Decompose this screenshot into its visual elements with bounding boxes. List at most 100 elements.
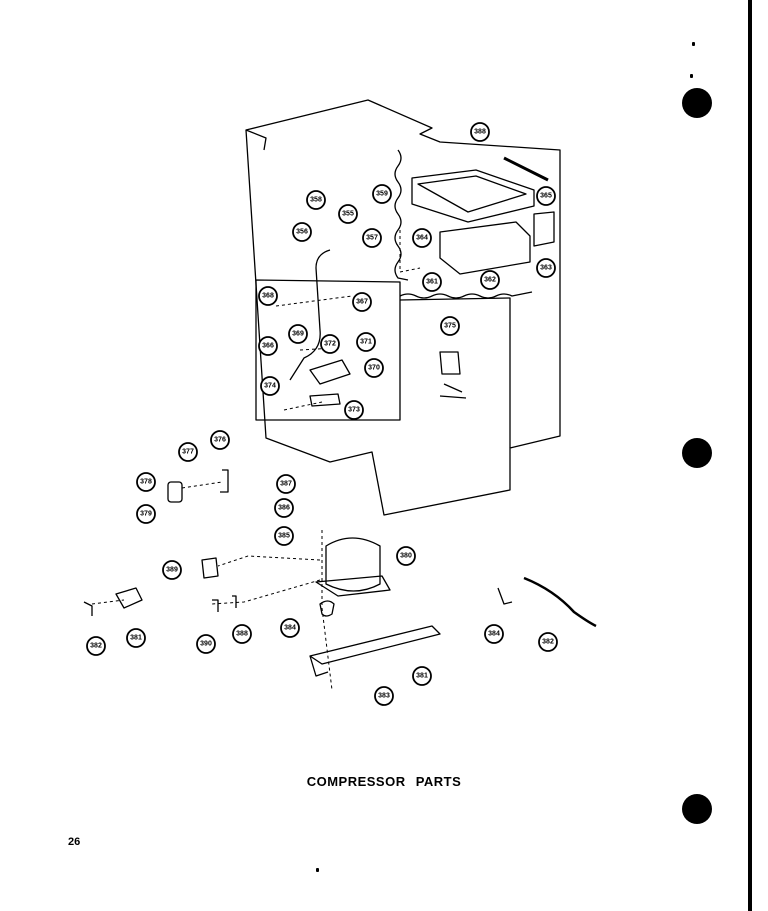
callout-number: 384 xyxy=(488,631,500,638)
callout-number: 364 xyxy=(416,235,428,242)
leader-dash xyxy=(211,579,321,605)
callout-circle xyxy=(412,228,432,248)
scan-speck xyxy=(690,74,693,78)
callout-circle xyxy=(412,666,432,686)
callout-number: 372 xyxy=(324,341,336,348)
callout-circle xyxy=(232,624,252,644)
cutaway-wavy-line-2 xyxy=(399,291,533,299)
callout-number: 358 xyxy=(310,197,322,204)
callout-circle xyxy=(136,472,156,492)
callout-circle xyxy=(276,474,296,494)
part-callout-386: 386 xyxy=(274,498,294,518)
callout-circle xyxy=(374,686,394,706)
ice-tray xyxy=(411,169,535,223)
part-callout-357: 357 xyxy=(362,228,382,248)
part-callout-370: 370 xyxy=(364,358,384,378)
part-callout-374: 374 xyxy=(260,376,280,396)
part-callout-384: 384 xyxy=(484,624,504,644)
cabinet-inner-line xyxy=(399,297,511,448)
part-callout-366: 366 xyxy=(258,336,278,356)
leader-dash xyxy=(399,230,421,273)
callout-circle xyxy=(356,332,376,352)
part-callout-385: 385 xyxy=(274,526,294,546)
ice-maker-body xyxy=(439,221,531,275)
scan-speck xyxy=(316,868,319,872)
leader-dash xyxy=(321,530,333,691)
callout-circle xyxy=(372,184,392,204)
callout-circle xyxy=(196,634,216,654)
callout-circle xyxy=(136,504,156,524)
callout-number: 388 xyxy=(236,631,248,638)
callout-circle xyxy=(344,400,364,420)
callout-circle xyxy=(362,228,382,248)
compressor-base xyxy=(315,575,391,597)
callout-circle xyxy=(210,430,230,450)
part-callout-369: 369 xyxy=(288,324,308,344)
callout-circle xyxy=(162,560,182,580)
callout-circle xyxy=(288,324,308,344)
part-callout-389: 389 xyxy=(162,560,182,580)
callout-number: 376 xyxy=(214,437,226,444)
part-callout-364: 364 xyxy=(412,228,432,248)
relay-block xyxy=(201,557,219,579)
callout-circle xyxy=(260,376,280,396)
part-callout-388: 388 xyxy=(470,122,490,142)
callout-number: 378 xyxy=(140,479,152,486)
callout-circle xyxy=(440,316,460,336)
part-callout-381: 381 xyxy=(412,666,432,686)
callout-circle xyxy=(126,628,146,648)
callout-layer: 3883583553593563573653643633623613683673… xyxy=(86,122,558,706)
part-callout-377: 377 xyxy=(178,442,198,462)
callout-number: 363 xyxy=(540,265,552,272)
ice-rod xyxy=(503,156,549,182)
part-callout-371: 371 xyxy=(356,332,376,352)
wire-harness xyxy=(523,576,597,628)
part-callout-373: 373 xyxy=(344,400,364,420)
callout-number: 365 xyxy=(540,193,552,200)
part-callout-379: 379 xyxy=(136,504,156,524)
part-callout-387: 387 xyxy=(276,474,296,494)
valve-body xyxy=(309,359,351,385)
base-plate xyxy=(309,625,441,677)
callout-number: 382 xyxy=(542,639,554,646)
fastener xyxy=(212,599,219,612)
callout-circle xyxy=(396,546,416,566)
callout-number: 383 xyxy=(378,693,390,700)
callout-number: 385 xyxy=(278,533,290,540)
callout-number: 386 xyxy=(278,505,290,512)
water-valve xyxy=(439,351,467,399)
callout-circle xyxy=(274,526,294,546)
callout-circle xyxy=(280,618,300,638)
part-callout-388: 388 xyxy=(232,624,252,644)
callout-circle xyxy=(292,222,312,242)
compressor-grommet xyxy=(319,600,335,617)
callout-number: 387 xyxy=(280,481,292,488)
callout-number: 371 xyxy=(360,339,372,346)
leader-dash xyxy=(275,295,353,307)
relay-cup xyxy=(167,481,183,503)
leader-dash xyxy=(283,401,323,411)
part-callout-382: 382 xyxy=(86,636,106,656)
callout-number: 356 xyxy=(296,229,308,236)
callout-number: 389 xyxy=(166,567,178,574)
callout-circle xyxy=(352,292,372,312)
callout-circle xyxy=(536,258,556,278)
callout-number: 366 xyxy=(262,343,274,350)
part-callout-362: 362 xyxy=(480,270,500,290)
clip-376 xyxy=(220,469,229,493)
terminal-clip xyxy=(83,601,93,616)
callout-circle xyxy=(178,442,198,462)
callout-number: 374 xyxy=(264,383,276,390)
callout-number: 379 xyxy=(140,511,152,518)
tubing-detail-box xyxy=(255,279,401,421)
part-callout-359: 359 xyxy=(372,184,392,204)
part-callout-380: 380 xyxy=(396,546,416,566)
part-callout-356: 356 xyxy=(292,222,312,242)
callout-number: 368 xyxy=(262,293,274,300)
scan-speck xyxy=(692,42,695,46)
part-callout-365: 365 xyxy=(536,186,556,206)
callout-number: 388 xyxy=(474,129,486,136)
callout-circle xyxy=(538,632,558,652)
